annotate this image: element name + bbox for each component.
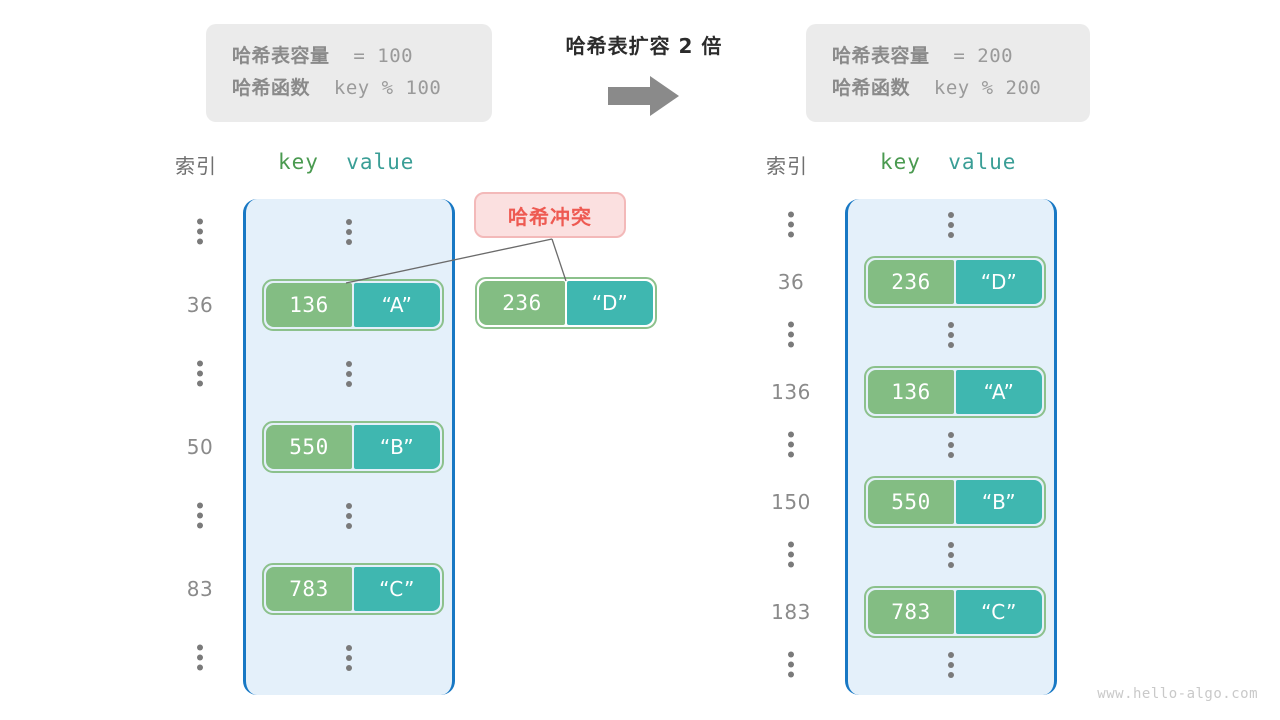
vertical-ellipsis-icon: [948, 648, 954, 682]
overflow-entry[interactable]: 236 “D”: [475, 277, 657, 329]
entry-value: “B”: [354, 425, 440, 469]
function-label-before: 哈希函数: [232, 77, 311, 99]
row-index-label: [164, 215, 236, 254]
table-row-ellipsis: [243, 357, 455, 395]
capacity-label-after: 哈希表容量: [832, 45, 930, 67]
table-row-entry[interactable]: 236“D”: [864, 255, 1046, 308]
vertical-ellipsis-icon: [346, 641, 352, 675]
header-keyvalue-right: key value: [880, 150, 1016, 174]
row-index-label: 136: [771, 379, 811, 404]
table-row-ellipsis: [243, 215, 455, 253]
vertical-ellipsis-icon: [346, 499, 352, 533]
vertical-ellipsis-icon: [197, 640, 203, 674]
header-key-right: key: [880, 150, 921, 174]
entry-key: 236: [868, 259, 954, 304]
arrow-container: [520, 74, 768, 122]
capacity-value-after: = 200: [953, 45, 1014, 67]
row-index-label: [755, 648, 827, 687]
header-key-left: key: [278, 150, 319, 174]
row-index-label: 36: [186, 293, 214, 318]
vertical-ellipsis-icon: [788, 207, 794, 241]
table-row-entry[interactable]: 550“B”: [864, 476, 1046, 529]
leader-line-to-overflow-entry: [551, 238, 567, 282]
entry-value: “A”: [354, 283, 440, 328]
vertical-ellipsis-icon: [788, 538, 794, 572]
watermark: www.hello-algo.com: [1097, 686, 1258, 702]
row-index-label: [755, 428, 827, 467]
capacity-line-after: 哈希表容量 = 200: [832, 40, 1064, 72]
row-index-label: [164, 640, 236, 679]
overflow-entry-key: 236: [479, 281, 565, 325]
table-row-ellipsis: [243, 499, 455, 537]
vertical-ellipsis-icon: [948, 208, 954, 242]
entry-value: “C”: [354, 566, 440, 611]
page-title: 哈希表扩容 2 倍: [565, 34, 723, 58]
entry-value: “D”: [956, 259, 1042, 304]
table-row-ellipsis: [243, 641, 455, 679]
status-badge-hash-collision: 哈希冲突: [474, 192, 626, 238]
table-row-ellipsis: [845, 208, 1057, 246]
table-row-entry[interactable]: 550“B”: [262, 421, 444, 473]
vertical-ellipsis-icon: [197, 498, 203, 532]
function-label-after: 哈希函数: [832, 77, 911, 99]
table-row-entry[interactable]: 136“A”: [262, 279, 444, 332]
vertical-ellipsis-icon: [197, 215, 203, 249]
entry-key: 550: [868, 480, 954, 525]
overflow-entry-value: “D”: [567, 281, 653, 325]
vertical-ellipsis-icon: [948, 428, 954, 462]
entry-value: “A”: [956, 369, 1042, 414]
row-index-label: 150: [771, 490, 811, 515]
vertical-ellipsis-icon: [788, 317, 794, 351]
header-index-left: 索引: [175, 154, 217, 178]
row-index-label: 50: [186, 435, 214, 459]
entry-key: 136: [266, 283, 352, 328]
vertical-ellipsis-icon: [346, 215, 352, 249]
function-line-before: 哈希函数 key % 100: [232, 72, 466, 104]
info-box-before: 哈希表容量 = 100 哈希函数 key % 100: [206, 24, 492, 122]
row-index-label: [164, 498, 236, 537]
entry-key: 136: [868, 369, 954, 414]
entry-value: “B”: [956, 480, 1042, 525]
table-row-entry[interactable]: 783“C”: [864, 586, 1046, 639]
row-index-label: [164, 357, 236, 396]
entry-value: “C”: [956, 590, 1042, 635]
vertical-ellipsis-icon: [788, 648, 794, 682]
entry-key: 783: [266, 566, 352, 611]
info-box-after: 哈希表容量 = 200 哈希函数 key % 200: [806, 24, 1090, 122]
function-value-after: key % 200: [933, 77, 1042, 99]
row-index-label: [755, 538, 827, 577]
table-row-ellipsis: [845, 648, 1057, 686]
vertical-ellipsis-icon: [346, 357, 352, 391]
header-value-left: value: [346, 150, 415, 174]
table-row-ellipsis: [845, 428, 1057, 466]
table-row-entry[interactable]: 136“A”: [864, 365, 1046, 418]
table-row-ellipsis: [845, 318, 1057, 356]
vertical-ellipsis-icon: [788, 428, 794, 462]
header-value-right: value: [948, 150, 1017, 174]
right-arrow-icon: [608, 76, 679, 116]
capacity-line-before: 哈希表容量 = 100: [232, 40, 466, 72]
table-row-ellipsis: [845, 538, 1057, 576]
function-line-after: 哈希函数 key % 200: [832, 72, 1064, 104]
entry-key: 783: [868, 590, 954, 635]
table-row-entry[interactable]: 783“C”: [262, 562, 444, 615]
header-index-right: 索引: [766, 154, 808, 178]
capacity-value-before: = 100: [353, 45, 414, 67]
header-keyvalue-left: key value: [278, 150, 414, 174]
row-index-label: 36: [777, 269, 805, 294]
entry-key: 550: [266, 425, 352, 469]
vertical-ellipsis-icon: [197, 357, 203, 391]
row-index-label: 183: [771, 600, 811, 625]
function-value-before: key % 100: [333, 77, 442, 99]
vertical-ellipsis-icon: [948, 538, 954, 572]
vertical-ellipsis-icon: [948, 318, 954, 352]
row-index-label: [755, 317, 827, 356]
row-index-label: [755, 207, 827, 246]
row-index-label: 83: [186, 576, 214, 601]
capacity-label-before: 哈希表容量: [232, 45, 330, 67]
